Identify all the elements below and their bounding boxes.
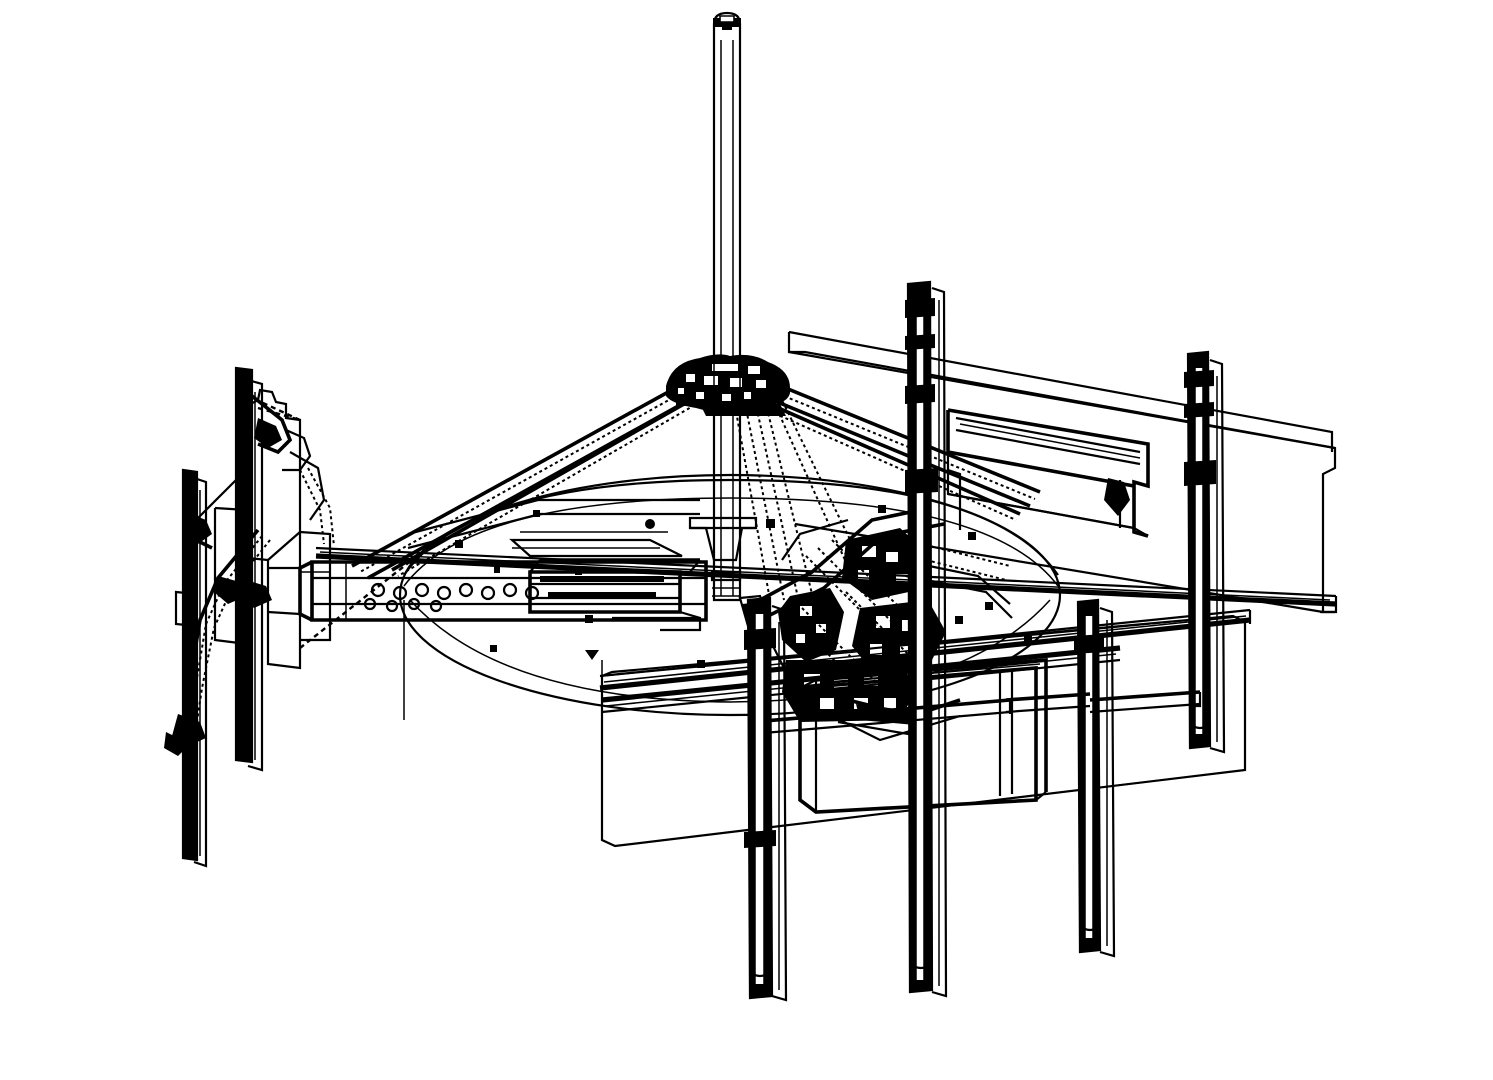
funnel-chute: [688, 516, 758, 597]
post-lower-center: [744, 596, 788, 1002]
construction-lines: [247, 332, 1246, 720]
arm-perforations: [363, 582, 540, 613]
beam-cross-lower: [601, 645, 1121, 714]
hub-strut-right-lower: [757, 398, 1021, 521]
post-mid-right: [905, 280, 948, 998]
mid-lower-cross-fitting: [751, 698, 1012, 736]
right-lower-cross-fitting: [1005, 690, 1202, 714]
post-right-inner: [1074, 598, 1116, 958]
post-left-inner: [234, 366, 264, 772]
central-hub: [351, 354, 1041, 601]
left-radial-arm-carriage: [267, 498, 708, 632]
right-upper-box-frame: [946, 408, 1150, 538]
hub-strut-right-upper: [757, 378, 1041, 508]
post-right-outer: [1184, 350, 1226, 754]
vertical-center-mast: [712, 11, 742, 602]
hub-strut-left-lower: [391, 394, 701, 577]
elliptical-turntable-disk: [398, 473, 1062, 717]
left-bracket-linkage: [164, 394, 413, 756]
beam-long-horizontal-upper: [315, 546, 1338, 614]
